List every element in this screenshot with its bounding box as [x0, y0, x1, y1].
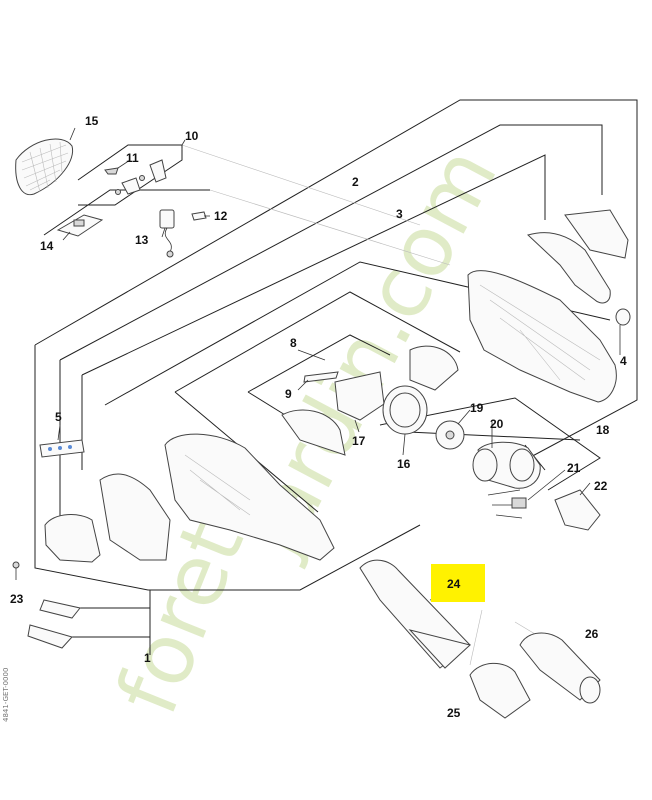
label-17: 17 [352, 434, 366, 448]
label-19: 19 [470, 401, 484, 415]
part-24-nozzle[interactable] [359, 559, 472, 669]
part-21-wires[interactable] [487, 489, 527, 519]
label-14: 14 [40, 239, 54, 253]
part-13-sensor[interactable] [159, 209, 175, 258]
label-18: 18 [596, 423, 610, 437]
part-4-housing-right[interactable] [467, 270, 631, 403]
part-14-plate[interactable] [56, 214, 104, 237]
label-2: 2 [352, 175, 359, 189]
label-10: 10 [185, 129, 199, 143]
part-25-nozzle-end[interactable] [469, 662, 531, 719]
label-23: 23 [10, 592, 24, 606]
label-8: 8 [290, 336, 297, 350]
part-5-plate[interactable] [39, 439, 85, 458]
part-17-fan-housing[interactable] [334, 371, 385, 421]
label-22: 22 [594, 479, 608, 493]
label-5: 5 [55, 410, 62, 424]
part-19-impeller[interactable] [435, 420, 465, 450]
label-13: 13 [135, 233, 149, 247]
label-15: 15 [85, 114, 99, 128]
part-15-grille[interactable] [15, 138, 74, 196]
part-handle-left[interactable] [44, 433, 335, 563]
label-12: 12 [214, 209, 228, 223]
part-16-ring[interactable] [382, 385, 428, 435]
part-labels: 15 10 11 12 13 14 2 3 4 5 8 9 17 16 19 2… [10, 114, 627, 720]
label-21: 21 [567, 461, 581, 475]
label-9: 9 [285, 387, 292, 401]
part-1-labels[interactable] [27, 599, 81, 649]
label-11: 11 [126, 151, 139, 165]
label-24: 24 [447, 577, 461, 591]
part-8-shroud[interactable] [281, 345, 459, 456]
part-20-motor[interactable] [472, 441, 541, 489]
label-3: 3 [396, 207, 403, 221]
highlight-box-24 [431, 564, 485, 602]
part-12-screw[interactable] [191, 211, 207, 221]
part-4-housing-upper[interactable] [527, 209, 629, 304]
side-code: 4841-GET-0000 [2, 668, 10, 722]
small-parts-box [43, 144, 210, 236]
part-11-small-parts[interactable] [104, 159, 167, 195]
label-25: 25 [447, 706, 461, 720]
label-26: 26 [585, 627, 599, 641]
label-4: 4 [620, 354, 627, 368]
part-22-holder[interactable] [554, 489, 601, 531]
part-9-strip[interactable] [303, 371, 339, 383]
label-20: 20 [490, 417, 504, 431]
part-23-screw[interactable] [12, 561, 20, 580]
label-1: 1 [144, 651, 151, 665]
part-26-nozzle-attachment[interactable] [519, 632, 601, 704]
label-16: 16 [397, 457, 411, 471]
